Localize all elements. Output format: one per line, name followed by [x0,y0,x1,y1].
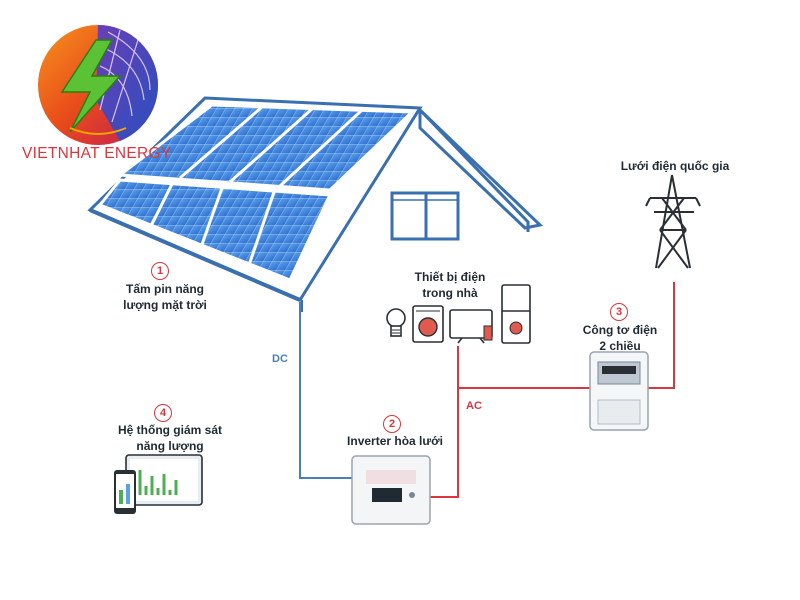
appliances-label: Thiết bị điện trong nhà [400,269,500,301]
tv-icon [449,309,493,344]
fridge-icon [501,284,531,344]
ac-wire [430,282,675,498]
ac-label: AC [466,400,482,412]
step-1-badge: 1 [151,262,169,280]
solar-panel-label: Tấm pin năng lượng mặt trời [90,281,240,313]
solar-panel-label-line2: lượng mặt trời [123,298,207,312]
monitoring-label-line2: năng lượng [136,439,204,453]
dc-wire [299,302,352,479]
meter-icon [589,351,649,431]
light-bulb-icon [386,308,406,337]
step-4-badge: 4 [154,404,172,422]
dc-label: DC [272,353,288,365]
window [390,191,460,241]
step-2-badge: 2 [383,415,401,433]
brand-logo [38,25,159,145]
monitor-icon [114,454,203,514]
step-3-badge: 3 [610,303,628,321]
monitoring-label-line1: Hệ thống giám sát [117,423,222,437]
grid-label: Lưới điện quốc gia [620,159,730,173]
appliances-label-line1: Thiết bị điện [414,270,486,284]
power-tower-icon [645,174,701,269]
monitoring-label: Hệ thống giám sát năng lượng [95,422,245,454]
meter-label: Công tơ điện 2 chiều [570,322,670,354]
meter-label-line2: 2 chiều [599,339,641,353]
solar-panel-icon [97,103,416,282]
brand-name: VIETNHAT ENERGY [22,145,172,162]
washing-machine-icon [412,305,444,343]
appliances-label-line2: trong nhà [422,286,478,300]
inverter-icon [351,455,431,525]
meter-label-line1: Công tơ điện [582,323,658,337]
inverter-label: Inverter hòa lưới [347,434,443,448]
solar-panel-label-line1: Tấm pin năng [126,282,204,296]
